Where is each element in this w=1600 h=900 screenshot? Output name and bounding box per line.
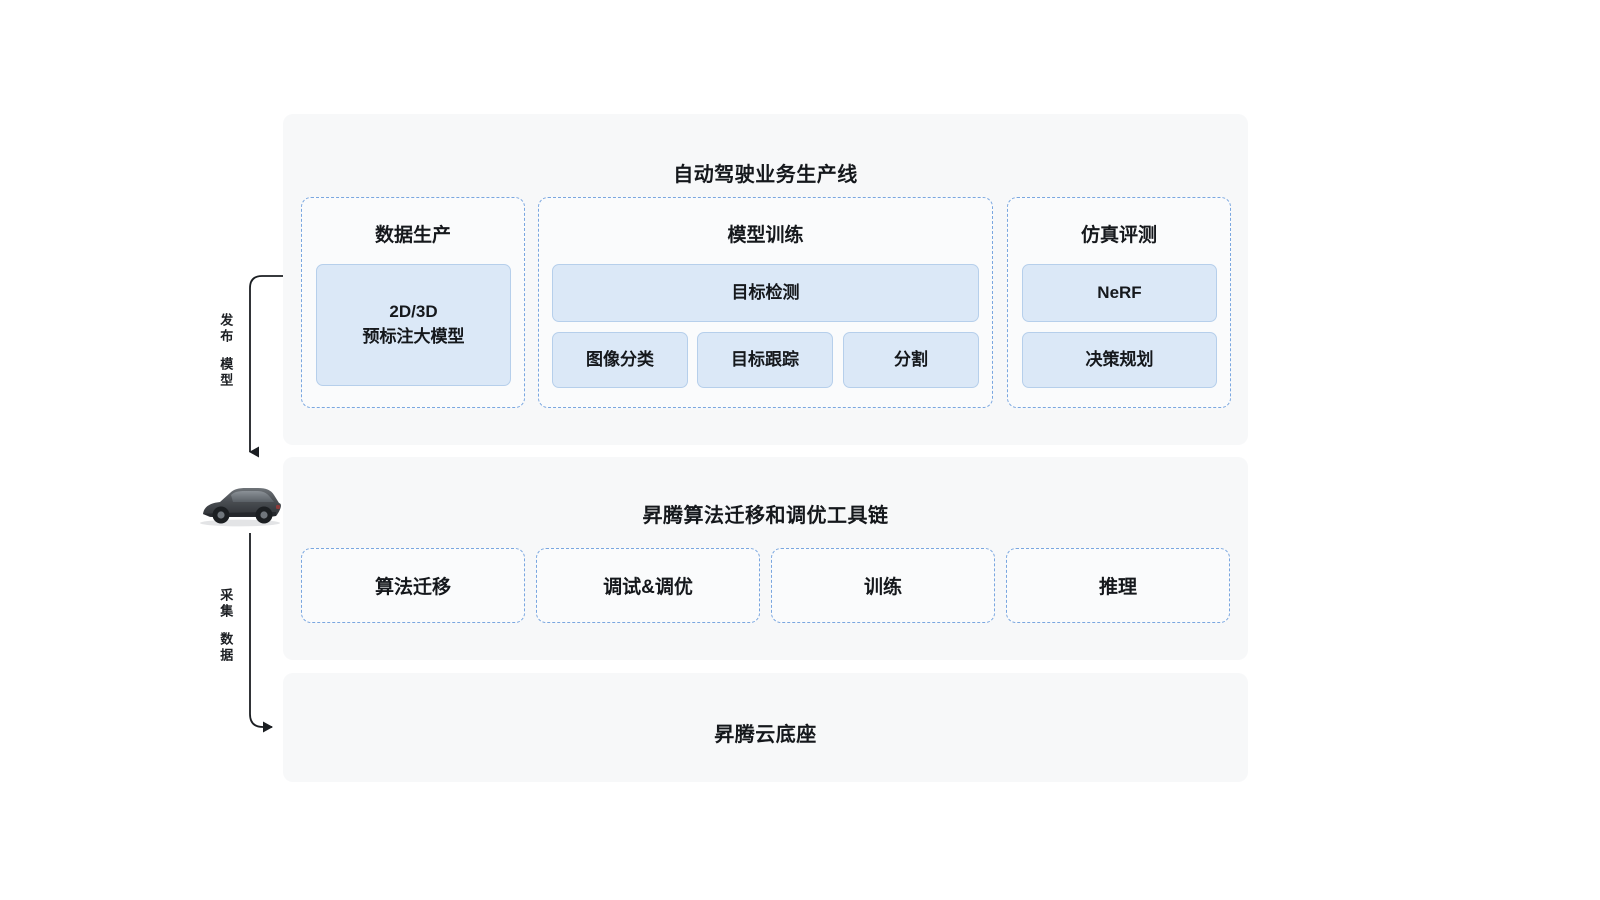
chip-image-classification[interactable]: 图像分类 — [552, 332, 688, 388]
chip-object-detection[interactable]: 目标检测 — [552, 264, 979, 322]
collect-data-label-bottom: 数据 — [218, 632, 234, 664]
toolchain-title: 昇腾算法迁移和调优工具链 — [642, 505, 889, 527]
group-data-production-title: 数据生产 — [374, 225, 451, 246]
publish-model-label-top: 发布 — [218, 313, 234, 345]
foundation-panel: 昇腾云底座 — [283, 673, 1248, 782]
group-model-training-title: 模型训练 — [727, 225, 804, 246]
chip-segmentation[interactable]: 分割 — [843, 332, 979, 388]
foundation-title: 昇腾云底座 — [714, 724, 817, 746]
chip-decision-planning[interactable]: 决策规划 — [1022, 332, 1217, 388]
publish-model-label-bottom: 模型 — [218, 357, 234, 389]
chip-nerf[interactable]: NeRF — [1022, 264, 1217, 322]
autonomous-vehicle-icon — [200, 488, 281, 527]
tool-box-training[interactable]: 训练 — [771, 548, 995, 623]
group-simulation-evaluation-title: 仿真评测 — [1080, 225, 1157, 246]
production-line-title: 自动驾驶业务生产线 — [673, 164, 858, 186]
collect-data-arrow — [249, 533, 273, 733]
publish-model-arrow — [249, 275, 283, 458]
chip-object-tracking[interactable]: 目标跟踪 — [697, 332, 833, 388]
collect-data-label-top: 采集 — [218, 588, 234, 620]
tool-box-debug-tune[interactable]: 调试&调优 — [536, 548, 760, 623]
tool-box-algorithm-migration[interactable]: 算法迁移 — [301, 548, 525, 623]
chip-2d-3d-prelabel-model[interactable]: 2D/3D 预标注大模型 — [316, 264, 511, 386]
tool-box-inference[interactable]: 推理 — [1006, 548, 1230, 623]
